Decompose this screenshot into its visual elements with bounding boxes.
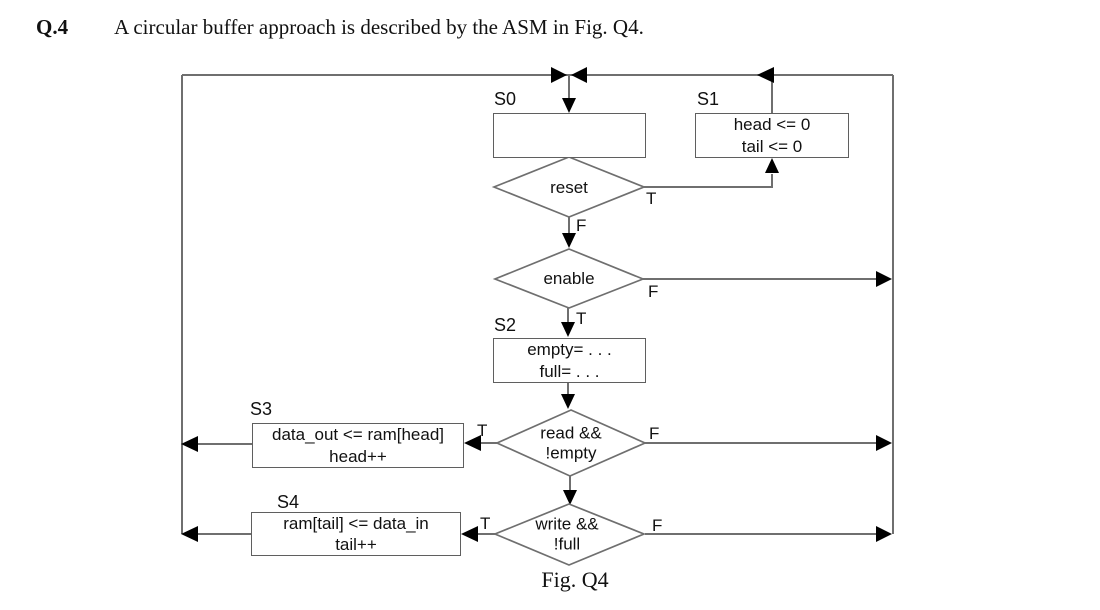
state-box-s3: data_out <= ram[head] head++ [252,423,464,468]
read-false-label: F [649,424,660,443]
s2-action-line: full= . . . [539,361,600,381]
state-name-s3: S3 [250,399,273,419]
decision-reset-label: reset [550,178,588,198]
reset-true-label: T [646,189,657,208]
decision-read [494,409,648,477]
arrow-right-icon [876,526,892,542]
arrow-right-icon [876,271,892,287]
state-name-s1: S1 [697,89,720,109]
arrow-down-icon [562,98,576,113]
arrow-up-icon [765,158,779,173]
read-condition-line: read && [540,423,602,443]
question-number: Q.4 [36,15,69,39]
arrow-left-icon [757,67,774,83]
arrow-down-icon [562,233,576,248]
arrow-left-icon [571,67,587,83]
decision-enable-label: enable [543,269,595,289]
read-condition-line: !empty [545,443,597,462]
decision-write [492,503,647,566]
write-condition-line: write && [535,514,599,534]
arrow-right-icon [876,435,892,451]
s3-action-line: head++ [329,446,387,466]
decision-write-label: write && !full [535,514,598,553]
write-false-label: F [652,516,663,535]
enable-true-label: T [576,309,587,328]
arrow-left-icon [464,435,481,451]
arrow-left-icon [181,526,198,542]
state-box-s1: head <= 0 tail <= 0 [695,113,849,158]
arrow-down-icon [561,394,575,409]
arrow-left-icon [181,436,198,452]
state-name-s2: S2 [494,315,517,335]
state-box-s4: ram[tail] <= data_in tail++ [251,512,461,556]
s3-action-line: data_out <= ram[head] [271,425,445,445]
s1-action-line: tail <= 0 [741,136,803,156]
arrow-right-icon [551,67,567,83]
state-box-s2: empty= . . . full= . . . [493,338,646,383]
decision-enable [492,248,646,309]
state-name-s0: S0 [494,89,517,109]
arrowheads [181,67,892,542]
reset-true-connector [644,174,773,188]
question-text: A circular buffer approach is described … [114,15,644,39]
arrow-down-icon [563,490,577,505]
decision-reset [491,156,647,218]
enable-false-label: F [648,282,659,301]
state-name-s4: S4 [277,492,300,512]
connector-lines [181,74,894,535]
s4-action-line: tail++ [335,535,377,554]
arrow-down-icon [561,322,575,337]
reset-false-label: F [576,216,587,235]
write-true-label: T [480,514,491,533]
s1-action-line: head <= 0 [733,115,811,135]
decision-read-label: read && !empty [540,423,601,462]
read-true-label: T [477,421,488,440]
write-condition-line: !full [553,534,581,553]
s2-action-line: empty= . . . [527,340,612,360]
s4-action-line: ram[tail] <= data_in [283,513,429,533]
question-title: Q.4 A circular buffer approach is descri… [36,15,644,40]
decision-diamonds [491,156,648,566]
figure-caption: Fig. Q4 [541,567,609,592]
arrow-left-icon [461,526,478,542]
state-box-s0 [493,113,646,158]
